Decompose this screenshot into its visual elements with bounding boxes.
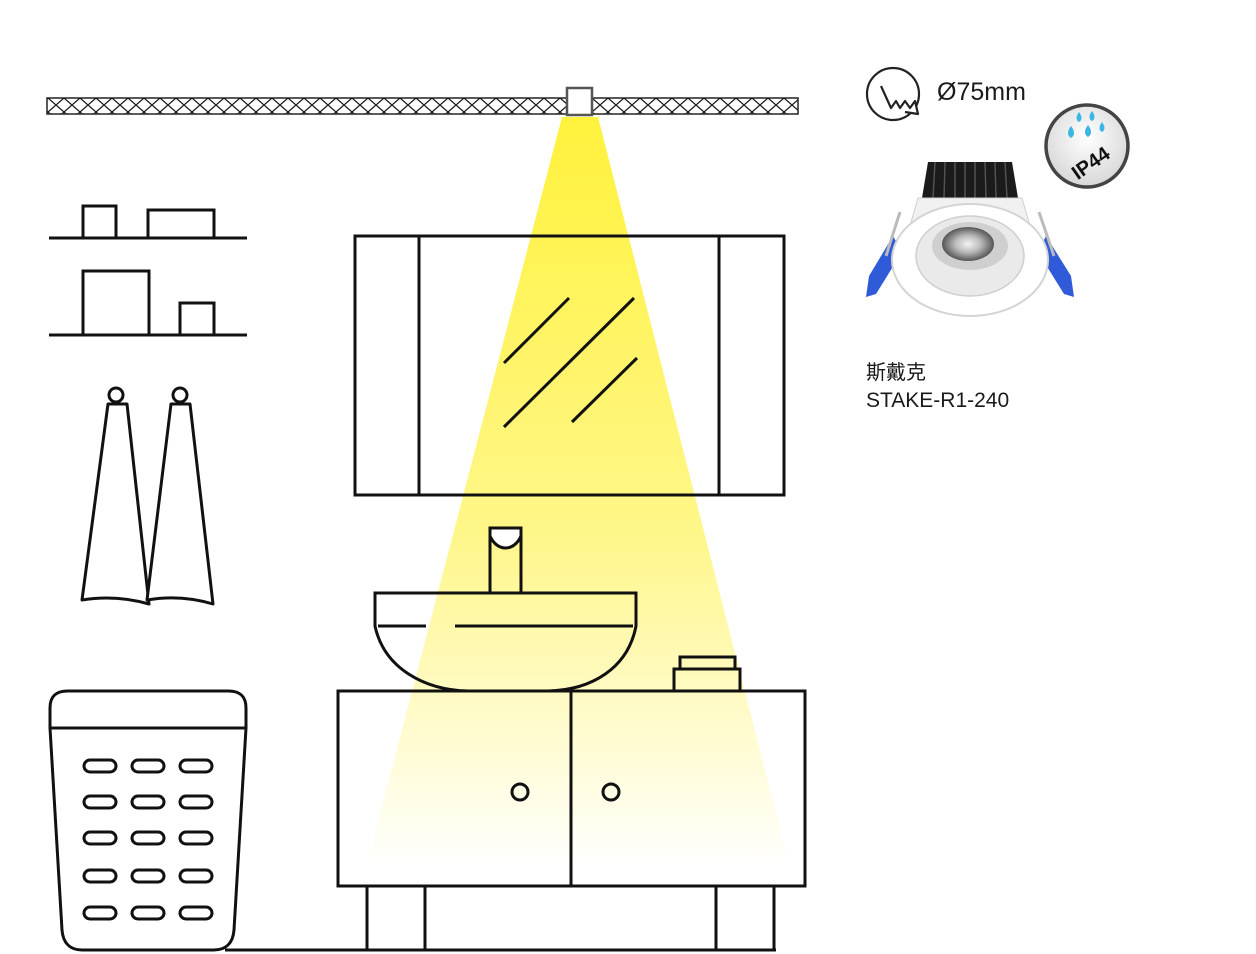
basket-slot	[82, 758, 118, 774]
basket-slot	[178, 758, 214, 774]
ip44-badge: IP44	[1044, 103, 1130, 189]
wall-shelves	[49, 204, 247, 337]
light-beam	[366, 117, 790, 868]
product-model-code: STAKE-R1-240	[866, 389, 1010, 412]
basket-slot	[82, 868, 118, 884]
basket-slot	[130, 794, 166, 810]
basket-slot	[178, 905, 214, 921]
basket-slot	[130, 758, 166, 774]
basket-slot	[178, 868, 214, 884]
basket-slot	[178, 794, 214, 810]
basket-slot	[82, 905, 118, 921]
basket-slot	[82, 830, 118, 846]
ceiling	[46, 97, 799, 115]
basket-slot	[178, 830, 214, 846]
hanging-towels	[80, 386, 215, 606]
laundry-basket	[48, 689, 248, 952]
basket-slot	[82, 794, 118, 810]
water-drops-icon	[1068, 111, 1105, 138]
product-name-cn: 斯戴克	[866, 362, 926, 384]
downlight-product-image	[866, 161, 1074, 317]
basket-slot	[130, 905, 166, 921]
ceiling-downlight	[565, 86, 594, 117]
mirror-cabinet	[353, 234, 786, 497]
basket-slot	[130, 830, 166, 846]
faucet	[488, 526, 523, 595]
cutout-saw-icon	[865, 66, 921, 122]
basket-holes	[82, 758, 214, 921]
cutout-size-label: Ø75mm	[937, 78, 1026, 106]
basket-slot	[130, 868, 166, 884]
